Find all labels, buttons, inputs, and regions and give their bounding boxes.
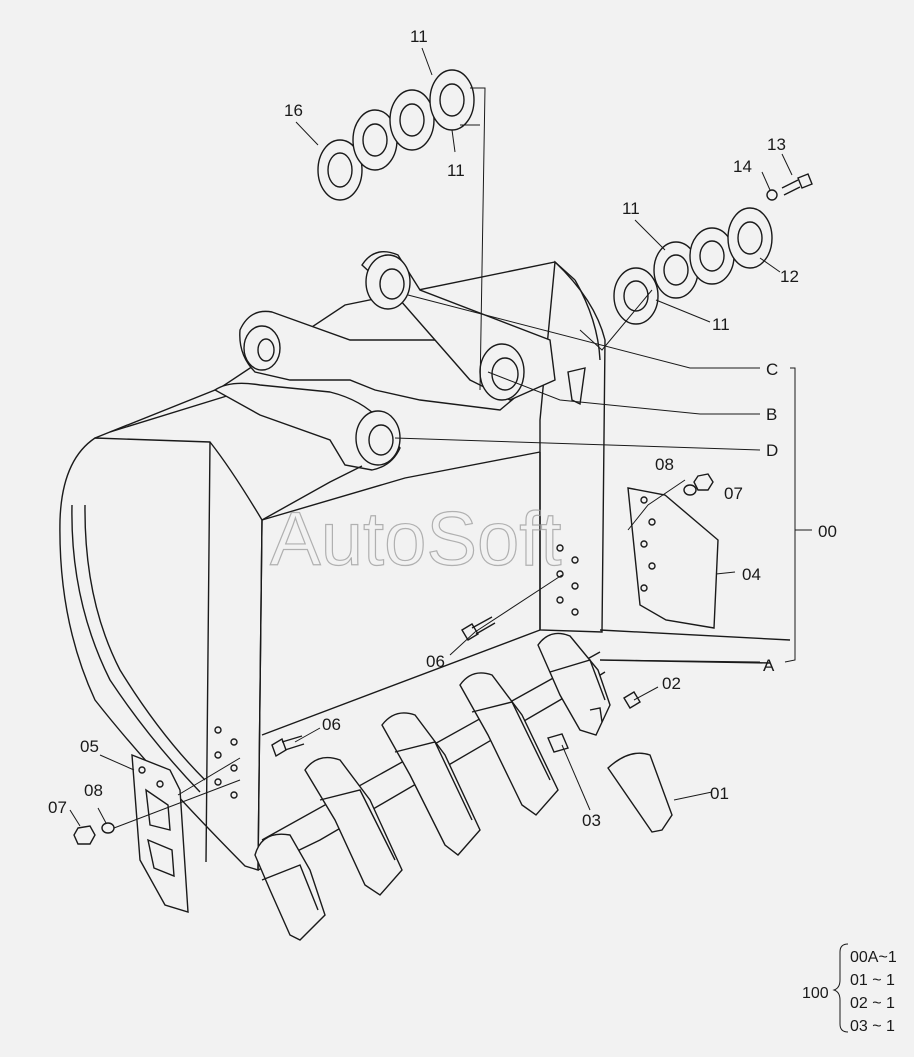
pin [623, 691, 641, 709]
hardware [73, 173, 813, 845]
label-11-right: 11 [622, 199, 640, 218]
leader-lines [69, 47, 812, 829]
label-07-left: 07 [48, 798, 67, 817]
label-16: 16 [284, 101, 303, 120]
tooth-5 [537, 632, 611, 736]
label-05: 05 [80, 737, 99, 756]
label-D: D [766, 441, 778, 460]
label-11-upper: 11 [447, 161, 465, 180]
label-06-left: 06 [322, 715, 341, 734]
part-labels: 11 16 11 13 14 11 12 11 C B D 08 07 00 0… [48, 27, 837, 830]
label-06-right: 06 [426, 652, 445, 671]
label-08-left: 08 [84, 781, 103, 800]
label-C: C [766, 360, 778, 379]
bucket-teeth [254, 632, 673, 941]
tooth-point [607, 752, 673, 833]
lock [547, 733, 569, 753]
label-00: 00 [818, 522, 837, 541]
watermark: AutoSoft [270, 497, 562, 582]
label-11-top: 11 [410, 27, 428, 46]
label-08-right: 08 [655, 455, 674, 474]
reference-line-1: 00A~1 [850, 949, 897, 966]
label-A: A [763, 656, 775, 675]
side-cutter-04 [627, 487, 719, 629]
tooth-1 [254, 833, 326, 941]
label-01: 01 [710, 784, 729, 803]
quantity-reference: 100 00A~1 01 ~ 1 02 ~ 1 03 ~ 1 [802, 943, 897, 1035]
label-03: 03 [582, 811, 601, 830]
reference-line-3: 02 ~ 1 [850, 995, 895, 1012]
shims-and-plates [317, 69, 773, 325]
reference-line-4: 03 ~ 1 [850, 1018, 895, 1035]
label-04: 04 [742, 565, 761, 584]
label-11-lower: 11 [712, 315, 730, 334]
label-13: 13 [767, 135, 786, 154]
tooth-4 [459, 672, 559, 816]
reference-line-2: 01 ~ 1 [850, 972, 895, 989]
tooth-2 [304, 756, 403, 896]
label-12: 12 [780, 267, 799, 286]
label-B: B [766, 405, 777, 424]
bucket-body [59, 260, 791, 871]
label-07-right: 07 [724, 484, 743, 503]
linkage-brackets [213, 251, 556, 521]
tooth-3 [381, 712, 481, 856]
reference-brace [832, 943, 849, 1033]
label-14: 14 [733, 157, 752, 176]
reference-qty: 100 [802, 985, 829, 1002]
side-plates [131, 487, 719, 913]
label-02: 02 [662, 674, 681, 693]
